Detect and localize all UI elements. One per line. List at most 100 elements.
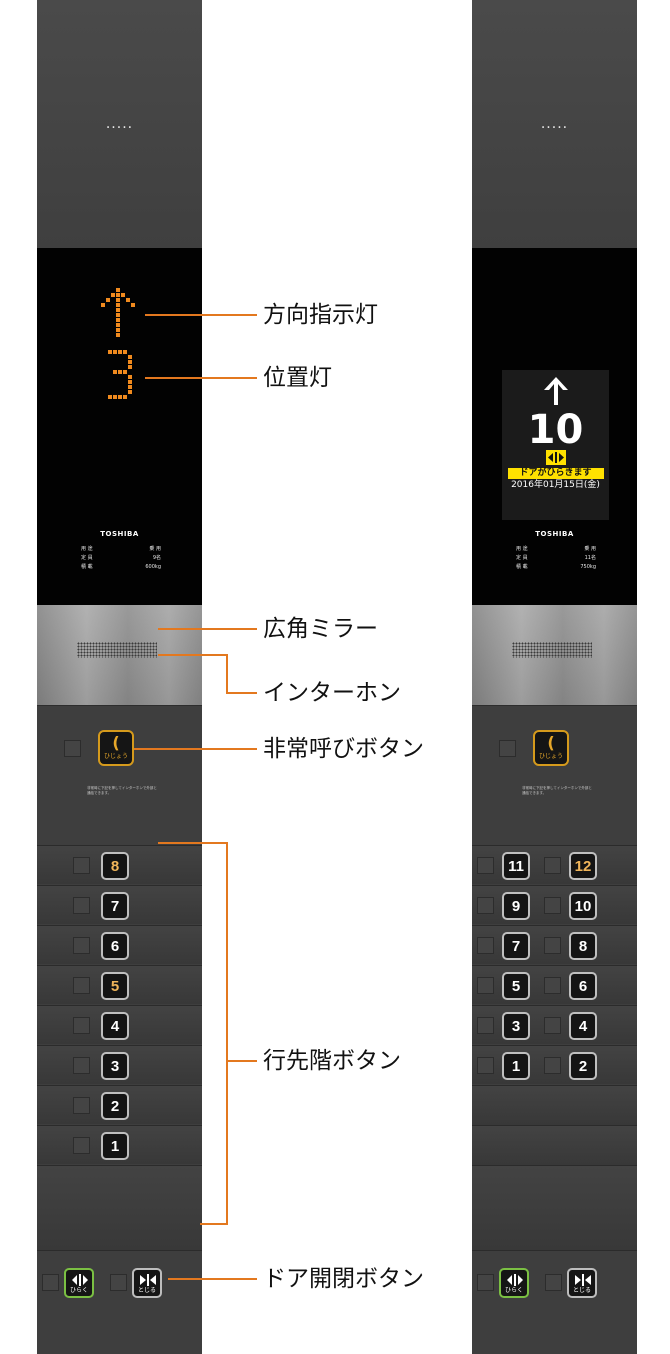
floor-button-7[interactable]: 7 [502,932,530,960]
floor-button-10[interactable]: 10 [569,892,597,920]
floor-row: 11 12 [472,845,637,884]
indicator-lamp [73,1057,90,1074]
floor-row: 1 2 [472,1045,637,1084]
floor-button-8[interactable]: 8 [569,932,597,960]
indicator-lamp [73,857,90,874]
blank-row [472,1165,637,1250]
emergency-call-button[interactable]: ( ひじょう [98,730,134,766]
button-area: ( ひじょう 非常時に下記を押してインターホンで外部と通話できます。 11 12… [472,705,637,1354]
door-close-button[interactable]: とじる [132,1268,162,1298]
label-direction-indicator: 方向指示灯 [263,302,378,328]
direction-arrow-icon [101,288,135,337]
indicator-lamp [544,857,561,874]
emergency-row: ( ひじょう 非常時に下記を押してインターホンで外部と通話できます。 [472,705,637,845]
leader-line [158,842,228,844]
emergency-row: ( ひじょう 非常時に下記を押してインターホンで外部と通話できます。 [37,705,202,845]
indicator-lamp [73,1017,90,1034]
door-close-button[interactable]: とじる [567,1268,597,1298]
floor-button-6[interactable]: 6 [569,972,597,1000]
wide-angle-mirror [472,605,637,705]
indicator-lamp [73,897,90,914]
indicator-lamp [477,857,494,874]
floor-button-9[interactable]: 9 [502,892,530,920]
label-wide-angle-mirror: 広角ミラー [263,616,378,642]
indicator-lamp [544,977,561,994]
indicator-lamp [73,1137,90,1154]
indicator-lamp [73,937,90,954]
blank-row [37,1165,202,1250]
floor-button-4[interactable]: 4 [569,1012,597,1040]
floor-row: 6 [37,925,202,964]
floor-button-5[interactable]: 5 [101,972,129,1000]
floor-row: 9 10 [472,885,637,924]
floor-button-3[interactable]: 3 [101,1052,129,1080]
top-plate: ····· [472,0,637,248]
door-open-icon [507,1274,523,1286]
position-digit-3-icon [108,350,132,399]
leader-line [226,1060,257,1062]
indicator-lamp [499,740,516,757]
elevator-panel-right: ····· 10 ドアがひらきます 2016年01月15日(金) TOSHIBA… [472,0,637,1354]
indicator-lamp [42,1274,59,1291]
floor-button-1[interactable]: 1 [101,1132,129,1160]
door-close-icon [575,1274,591,1286]
leader-line [134,748,257,750]
floor-button-2[interactable]: 2 [569,1052,597,1080]
door-open-button[interactable]: ひらく [64,1268,94,1298]
leader-line [158,628,257,630]
intercom-speaker-grille [77,642,157,658]
door-open-indicator-icon [545,450,566,465]
floor-row: 2 [37,1085,202,1124]
emergency-note: 非常時に下記を押してインターホンで外部と通話できます。 [522,786,592,795]
floor-row: 1 [37,1125,202,1164]
floor-button-4[interactable]: 4 [101,1012,129,1040]
indicator-lamp [64,740,81,757]
floor-row: 4 [37,1005,202,1044]
indicator-lamp [544,897,561,914]
brand-logo: TOSHIBA [535,530,574,538]
up-arrow-icon [543,377,568,405]
label-destination-floor-buttons: 行先階ボタン [263,1048,401,1074]
floor-row: 8 [37,845,202,884]
emergency-note: 非常時に下記を押してインターホンで外部と通話できます。 [87,786,157,795]
phone-icon: ( [547,733,555,752]
floor-button-1[interactable]: 1 [502,1052,530,1080]
floor-button-7[interactable]: 7 [101,892,129,920]
lcd-screen: 10 ドアがひらきます 2016年01月15日(金) [502,370,609,520]
floor-row: 7 [37,885,202,924]
leader-line [226,842,228,1225]
phone-icon: ( [112,733,120,752]
indicator-lamp [477,1057,494,1074]
indicator-lamp [544,1017,561,1034]
floor-button-3[interactable]: 3 [502,1012,530,1040]
leader-line [145,377,257,379]
indicator-lamp [110,1274,127,1291]
leader-line [200,1223,228,1225]
indicator-display: 10 ドアがひらきます 2016年01月15日(金) TOSHIBA 用 途乗 … [472,248,637,605]
lcd-message: ドアがひらきます [507,468,604,479]
door-button-row: ひらく とじる [472,1250,637,1332]
floor-button-11[interactable]: 11 [502,852,530,880]
indicator-lamp [477,1274,494,1291]
emergency-call-button[interactable]: ( ひじょう [533,730,569,766]
indicator-lamp [477,937,494,954]
label-intercom: インターホン [263,680,401,706]
leader-line [226,654,228,694]
floor-button-8[interactable]: 8 [101,852,129,880]
floor-button-6[interactable]: 6 [101,932,129,960]
label-door-open-close-buttons: ドア開閉ボタン [263,1266,424,1292]
floor-row: 3 [37,1045,202,1084]
label-emergency-call-button: 非常呼びボタン [263,736,424,762]
leader-line [158,654,228,656]
lcd-floor-number: 10 [527,407,584,453]
top-plate: ····· [37,0,202,248]
floor-row: 3 4 [472,1005,637,1044]
indicator-lamp [544,937,561,954]
floor-button-5[interactable]: 5 [502,972,530,1000]
floor-button-2[interactable]: 2 [101,1092,129,1120]
floor-button-12[interactable]: 12 [569,852,597,880]
indicator-lamp [73,1097,90,1114]
door-open-button[interactable]: ひらく [499,1268,529,1298]
indicator-lamp [545,1274,562,1291]
